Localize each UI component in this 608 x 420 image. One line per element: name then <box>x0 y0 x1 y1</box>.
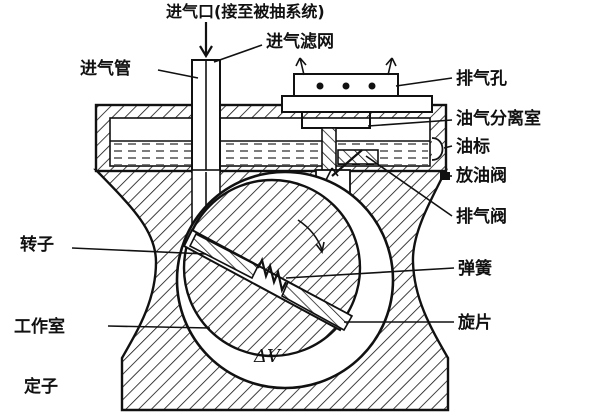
oil-tank <box>94 103 448 173</box>
label-oil-gauge: 油标 <box>456 136 490 157</box>
vane-left <box>188 232 260 280</box>
label-work-chamber: 工作室 <box>14 316 65 337</box>
label-inlet-pipe: 进气管 <box>80 58 131 79</box>
exhaust-hole-dot <box>316 82 324 90</box>
exhaust-arrow <box>295 57 307 76</box>
leader-lines <box>71 44 455 329</box>
label-rotor: 转子 <box>20 234 54 255</box>
oil-level <box>112 141 428 165</box>
label-drain-valve: 放油阀 <box>455 165 507 186</box>
exhaust-arrow <box>385 57 397 76</box>
rotor <box>182 178 362 358</box>
spring <box>257 256 287 294</box>
label-delta-v: ΔV <box>253 346 282 367</box>
oil-gas-separator <box>301 112 379 173</box>
exhaust-hole-dot <box>342 82 350 90</box>
exhaust-valve-flap <box>331 149 363 177</box>
label-exhaust-hole: 排气孔 <box>456 68 507 89</box>
exhaust-hole-dot <box>368 82 376 90</box>
label-spring: 弹簧 <box>458 258 492 279</box>
label-stator: 定子 <box>24 376 58 397</box>
label-exhaust-valve: 排气阀 <box>456 206 507 227</box>
label-inlet: 进气口(接至被抽系统) <box>166 2 325 21</box>
label-vane: 旋片 <box>457 312 492 333</box>
exhaust-cap <box>281 57 433 113</box>
label-oil-gas-separator: 油气分离室 <box>456 108 541 129</box>
oil-gauge <box>431 137 444 161</box>
drain-valve <box>440 172 450 180</box>
inlet-arrow <box>199 22 213 59</box>
vane-right <box>280 280 354 332</box>
label-inlet-filter: 进气滤网 <box>266 31 334 52</box>
rotation-arrow <box>297 219 323 251</box>
exhaust-flow-arrow <box>325 167 339 181</box>
